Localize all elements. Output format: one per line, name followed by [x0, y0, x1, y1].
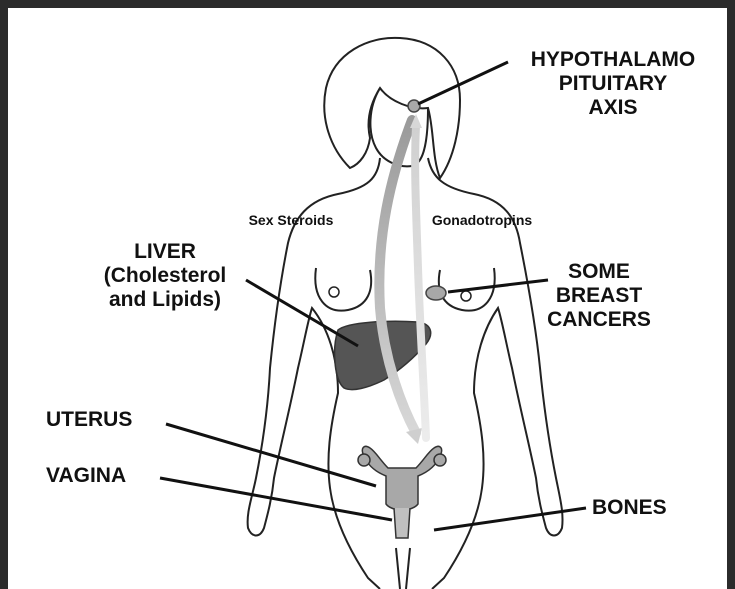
uterus-shape	[358, 446, 446, 510]
label-line: and Lipids)	[70, 288, 260, 312]
gonadotropins-arrow	[415, 126, 426, 438]
hair-outline	[324, 38, 460, 178]
liver-label: LIVER (Cholesterol and Lipids)	[70, 240, 260, 312]
sex-steroids-label: Sex Steroids	[226, 212, 356, 228]
leg-inner-line	[396, 548, 410, 589]
label-line: (Cholesterol	[70, 264, 260, 288]
right-nipple	[461, 291, 471, 301]
gonadotropins-label: Gonadotropins	[412, 212, 552, 228]
label-line: LIVER	[70, 240, 260, 264]
label-line: CANCERS	[524, 308, 674, 332]
label-line: SOME	[524, 260, 674, 284]
vagina-leader-line	[160, 478, 392, 520]
left-nipple	[329, 287, 339, 297]
breast-tumor	[426, 286, 446, 300]
label-line: AXIS	[504, 96, 722, 120]
vagina-shape	[394, 508, 410, 538]
liver-leader-line	[246, 280, 358, 346]
label-line: BREAST	[524, 284, 674, 308]
sex-steroids-arrowhead	[406, 428, 422, 444]
hypothalamo-pituitary-axis-label: HYPOTHALAMO PITUITARY AXIS	[504, 48, 722, 120]
label-line: HYPOTHALAMO	[504, 48, 722, 72]
uterus-label: UTERUS	[46, 408, 132, 432]
pituitary-gland	[408, 100, 420, 112]
diagram-canvas: HYPOTHALAMO PITUITARY AXIS Sex Steroids …	[8, 8, 727, 589]
label-line: PITUITARY	[504, 72, 722, 96]
breast-cancers-label: SOME BREAST CANCERS	[524, 260, 674, 332]
uterus-leader-line	[166, 424, 376, 486]
bones-label: BONES	[592, 496, 667, 520]
left-breast-outline	[315, 268, 371, 311]
vagina-label: VAGINA	[46, 464, 126, 488]
